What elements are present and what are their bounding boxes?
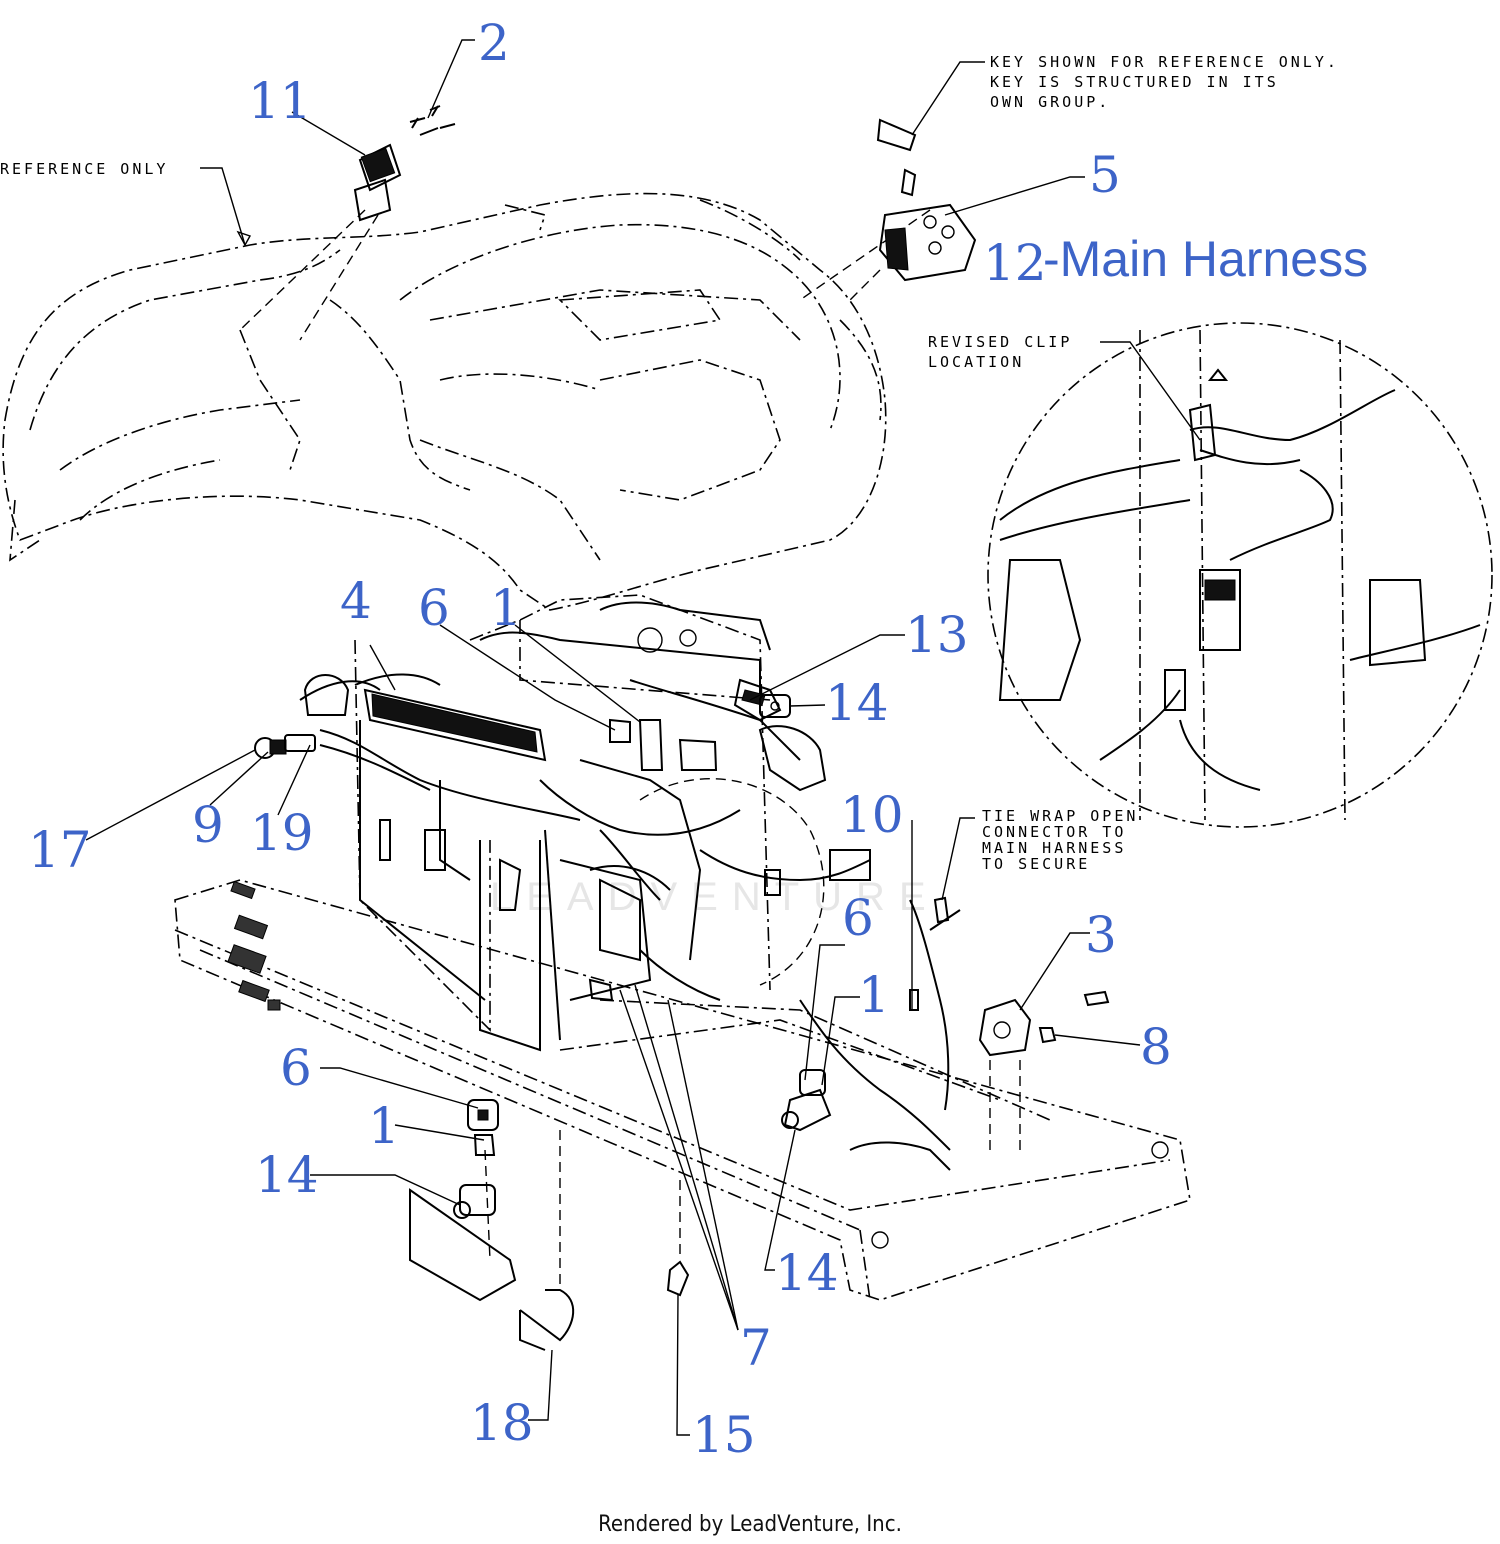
part-12-ignition-switch[interactable] [876, 118, 977, 282]
callout-14-low[interactable]: 14 [775, 1244, 839, 1302]
part-4-battery-cable[interactable] [354, 673, 441, 686]
clip-note-leader [1100, 341, 1201, 441]
clip-note-line1: REVISED CLIP [928, 333, 1072, 351]
tie-note-line1: TIE WRAP OPEN [982, 807, 1138, 825]
callout-11[interactable]: 11 [248, 72, 312, 130]
part-1-lower-clip[interactable] [473, 1134, 496, 1156]
part-8-bolt[interactable] [1038, 990, 1110, 1044]
key-note-leader [911, 61, 985, 136]
assembly-guide-lines [239, 209, 1021, 1290]
part-6-lower-switch[interactable] [467, 1099, 499, 1131]
callout-9[interactable]: 9 [192, 796, 224, 854]
callout-13[interactable]: 13 [905, 606, 969, 664]
callout-1-low[interactable]: 1 [368, 1097, 400, 1155]
hood-reference-outline [2, 192, 887, 611]
reference-only-arrowhead [236, 230, 252, 247]
reference-only-leader [200, 167, 246, 246]
callout-2[interactable]: 2 [478, 14, 510, 72]
detail-view-revised-clip [987, 322, 1493, 828]
callout-6-top[interactable]: 6 [418, 579, 450, 637]
footer-credit: Rendered by LeadVenture, Inc. [598, 1512, 902, 1537]
clip-note-line2: LOCATION [928, 353, 1024, 371]
callout-19[interactable]: 19 [250, 804, 314, 862]
main-harness-wires [299, 680, 961, 1171]
part-18-hook[interactable] [519, 1289, 575, 1351]
callout-14-top[interactable]: 14 [825, 674, 889, 732]
callout-17[interactable]: 17 [28, 821, 92, 879]
callout-12-main-harness[interactable]: -Main Harness [1043, 231, 1368, 287]
part-3-sensor[interactable] [978, 998, 1032, 1057]
callout-15[interactable]: 15 [692, 1406, 756, 1464]
tie-note-line3: MAIN HARNESS [982, 839, 1126, 857]
key-note-line2: KEY IS STRUCTURED IN ITS [990, 73, 1279, 91]
callout-1-mid[interactable]: 1 [858, 966, 890, 1024]
callout-1-top[interactable]: 1 [490, 579, 522, 637]
tie-note-line4: TO SECURE [982, 855, 1090, 873]
part-2-screws[interactable] [409, 105, 456, 136]
key-note-line3: OWN GROUP. [990, 93, 1110, 111]
reference-only-note: REFERENCE ONLY [0, 160, 168, 178]
callout-4[interactable]: 4 [340, 572, 372, 630]
frame-hatch-decals [227, 880, 281, 1011]
frame-reference-outline [174, 594, 1191, 1301]
callout-5[interactable]: 5 [1089, 146, 1121, 204]
part-19-sensor[interactable] [303, 674, 350, 716]
part-11-meter[interactable] [353, 143, 402, 222]
callout-18[interactable]: 18 [470, 1394, 534, 1452]
part-14-left-switch[interactable] [409, 1184, 517, 1302]
callout-8[interactable]: 8 [1140, 1018, 1172, 1076]
tie-note-line2: CONNECTOR TO [982, 823, 1126, 841]
callout-14-left[interactable]: 14 [255, 1146, 319, 1204]
callout-12-number[interactable]: 12 [983, 234, 1047, 292]
callout-7[interactable]: 7 [740, 1319, 772, 1377]
tie-note-leader [941, 817, 975, 901]
callout-6-mid[interactable]: 6 [842, 889, 874, 947]
part-17-plug[interactable] [254, 737, 287, 759]
callout-10[interactable]: 10 [840, 786, 904, 844]
callout-leaders [85, 39, 1141, 1436]
part-14-right-switch[interactable] [781, 1069, 832, 1132]
part-9-connector[interactable] [284, 734, 316, 752]
callout-6-low[interactable]: 6 [280, 1039, 312, 1097]
part-15-tie[interactable] [666, 1260, 690, 1297]
callout-3[interactable]: 3 [1085, 906, 1117, 964]
watermark-text: LEADVENTURE [490, 875, 940, 919]
battery-panel-assembly [359, 601, 871, 1052]
key-note-line1: KEY SHOWN FOR REFERENCE ONLY. [990, 53, 1339, 71]
